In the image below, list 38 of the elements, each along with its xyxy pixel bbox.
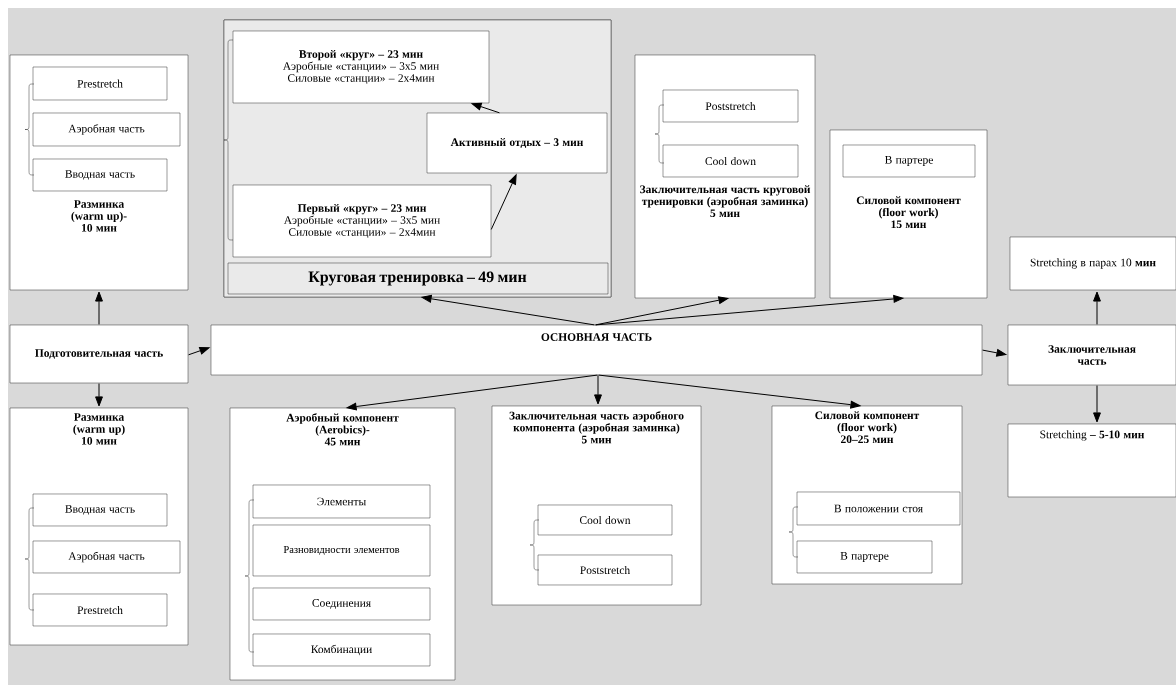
- item-box: Cool down: [662, 144, 799, 178]
- arrow: [595, 295, 904, 326]
- arrow: [95, 383, 103, 407]
- item-box: Элементы: [252, 484, 431, 519]
- stage-box: Заключительная часть: [1007, 324, 1176, 386]
- arrow: [421, 294, 595, 326]
- arrow: [982, 349, 1007, 357]
- item-box: Соединения: [252, 587, 431, 621]
- stage-box: Stretching – 5-10 мин: [1007, 423, 1176, 498]
- item-box: Комбинации: [252, 633, 431, 667]
- item-box: Вводная часть: [32, 158, 168, 192]
- stage-box: Подготовительная часть: [9, 324, 189, 384]
- item-box: В партере: [842, 144, 976, 178]
- item-box: Активный отдых – 3 мин: [426, 112, 608, 174]
- item-box: Первый «круг» – 23 мин Аэробные «станции» – 3х5 мин Силовые «станции» – 2х4мин: [232, 184, 492, 258]
- item-box: Cool down: [537, 504, 673, 536]
- item-box: Prestretch: [32, 66, 168, 101]
- stage-box: Stretching в парах 10 мин: [1009, 236, 1176, 291]
- arrow: [598, 374, 861, 409]
- item-box: В партере: [796, 540, 933, 574]
- item-box: В положении стоя: [796, 491, 961, 526]
- item-box: Poststretch: [662, 89, 799, 123]
- arrow: [594, 375, 602, 405]
- arrow: [471, 102, 500, 114]
- item-box: Второй «круг» – 23 мин Аэробные «станции» – 3х5 мин Силовые «станции» – 2х4мин: [232, 30, 490, 104]
- arrow: [1093, 291, 1101, 325]
- arrow: [346, 374, 598, 411]
- stage-box: ОСНОВНАЯ ЧАСТЬ: [210, 324, 983, 376]
- arrow: [95, 291, 103, 325]
- arrow: [188, 346, 210, 356]
- item-box: Разновидности элементов: [252, 524, 431, 577]
- arrow: [1093, 385, 1101, 423]
- arrow: [490, 174, 517, 230]
- item-box: Аэробная часть: [32, 540, 181, 574]
- item-box: Prestretch: [32, 593, 168, 627]
- item-box: Poststretch: [537, 554, 673, 586]
- item-box: Вводная часть: [32, 493, 168, 527]
- item-box: Аэробная часть: [32, 112, 181, 147]
